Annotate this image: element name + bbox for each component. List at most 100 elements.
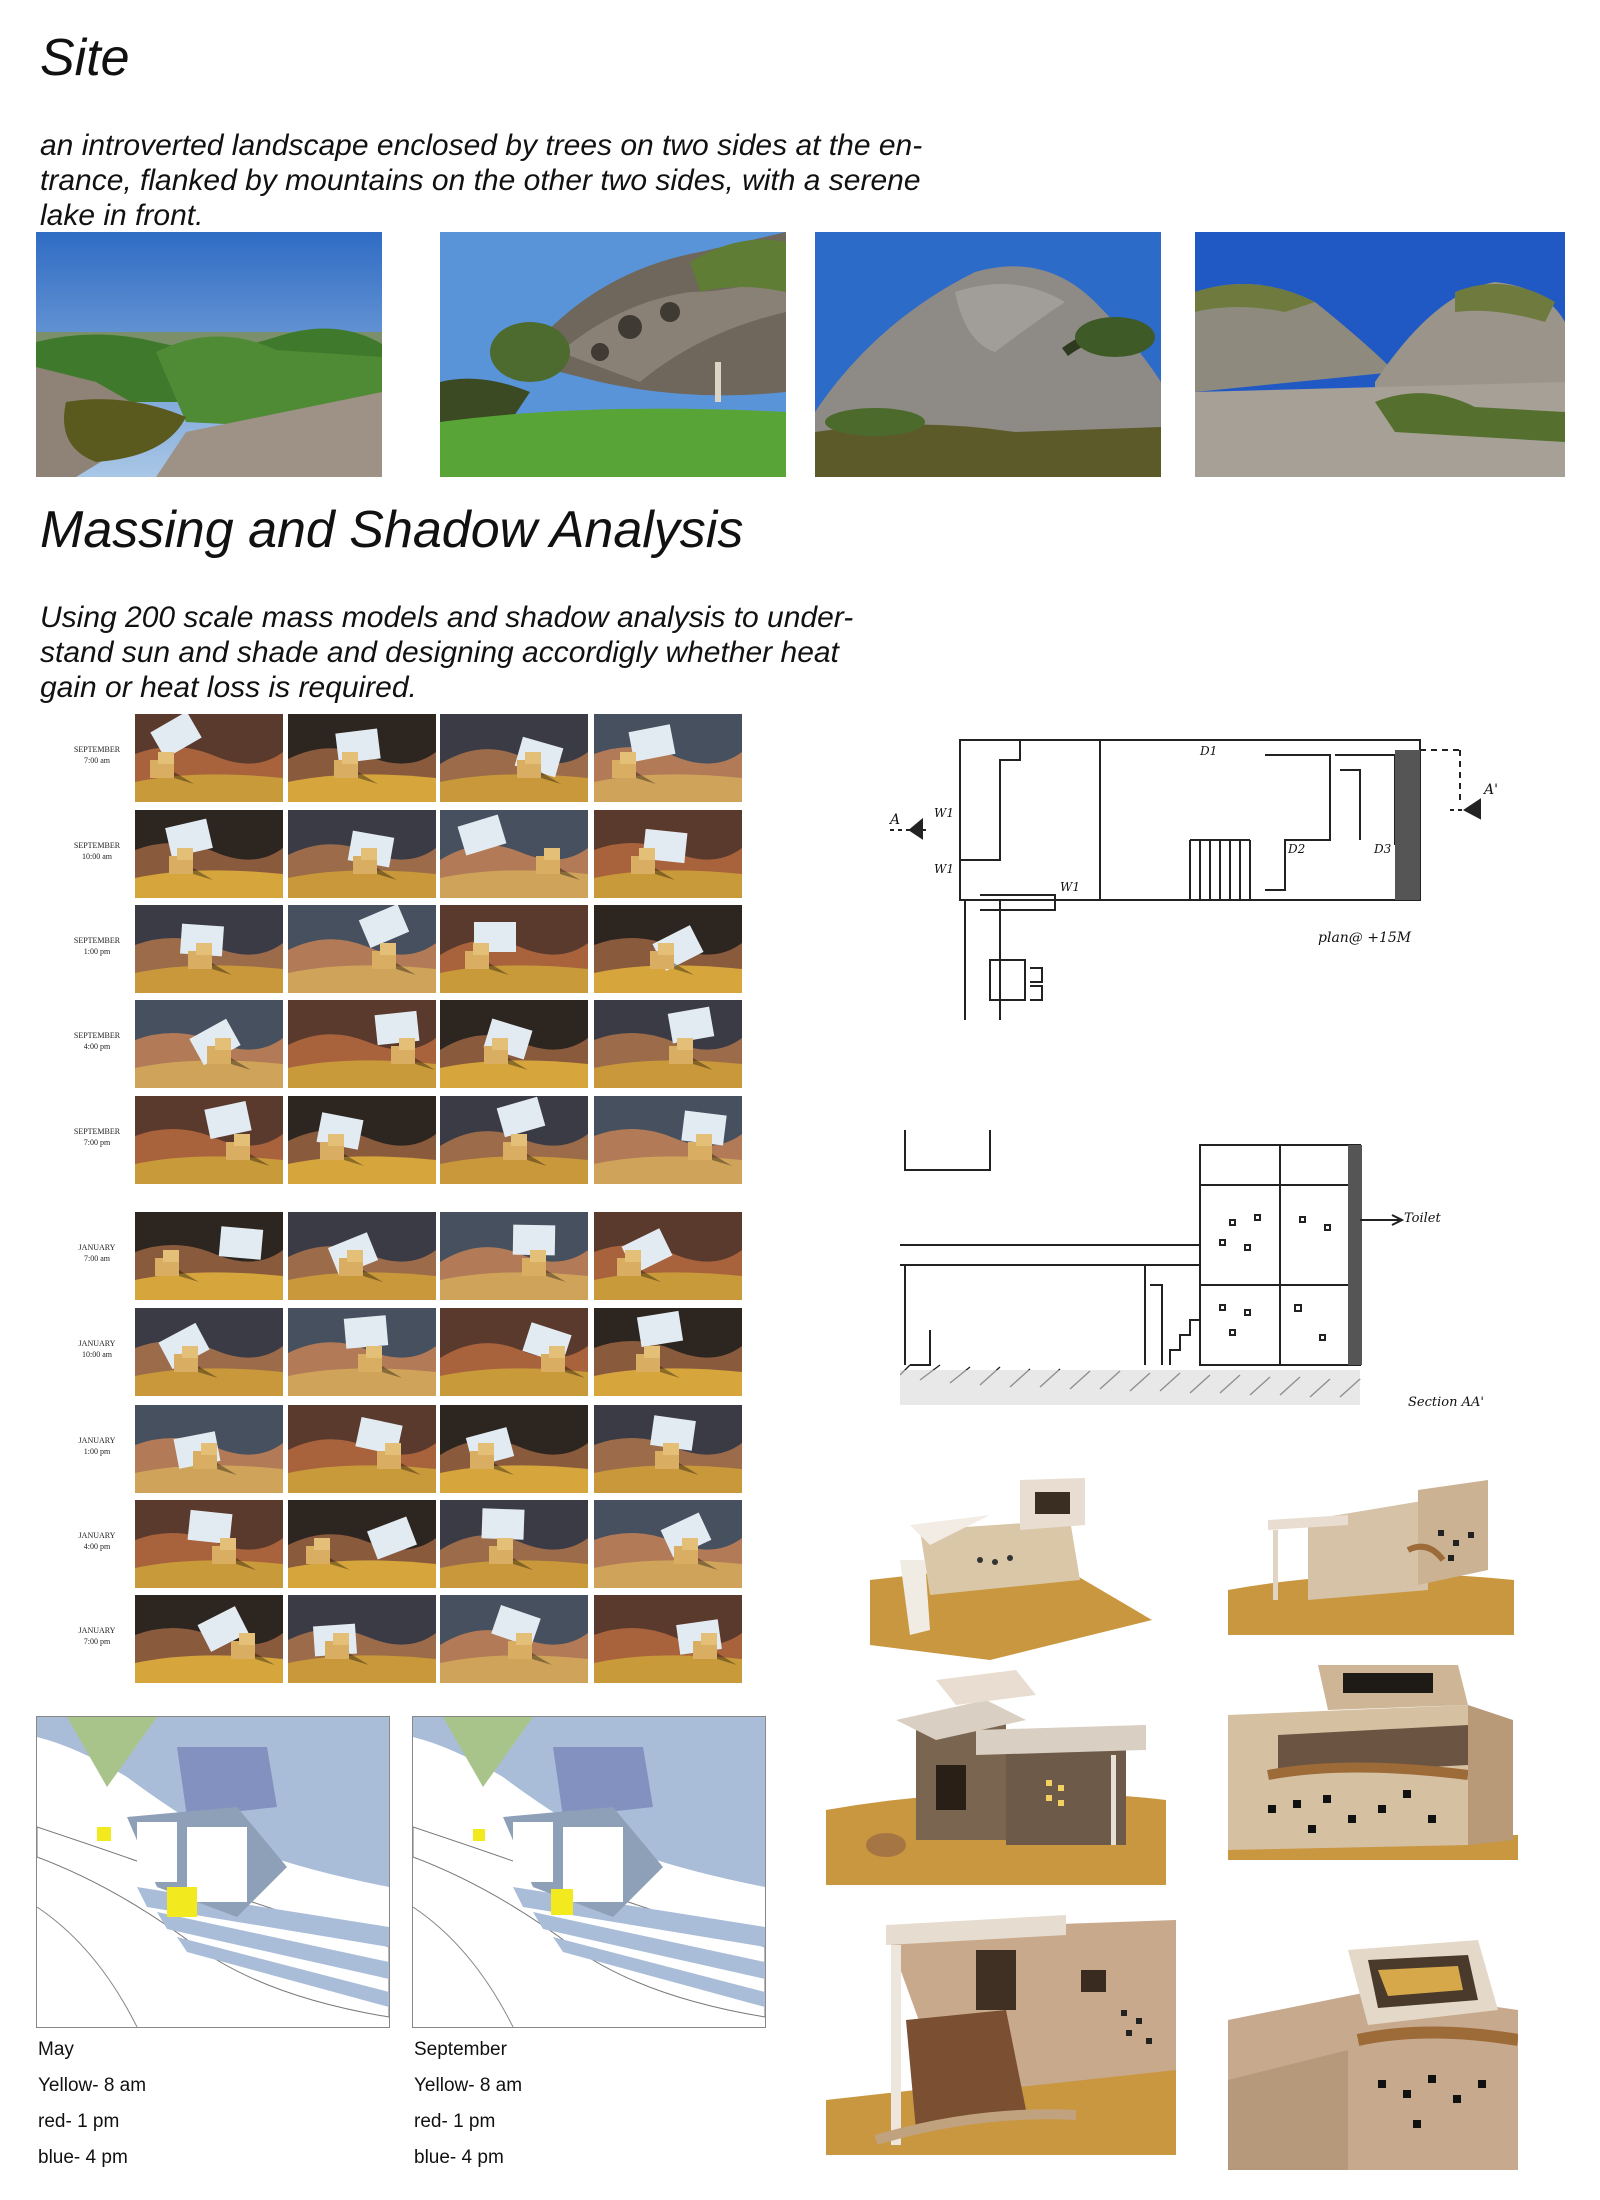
shadow-model-photo xyxy=(594,1595,742,1683)
row-time: 7:00 pm xyxy=(83,1637,111,1646)
shadow-model-photo xyxy=(440,1405,588,1493)
shadow-model-photo xyxy=(135,1308,283,1396)
sun-map-september xyxy=(412,1716,766,2028)
shadow-model-photo xyxy=(440,905,588,993)
model-photo-top-view xyxy=(870,1470,1152,1660)
shadow-model-photo xyxy=(440,714,588,802)
lake-valley-photo xyxy=(36,232,382,477)
site-heading: Site xyxy=(40,29,130,87)
row-month: JANUARY xyxy=(78,1436,116,1445)
plan-label-d1: D1 xyxy=(1200,744,1218,758)
shadow-model-photo xyxy=(288,714,436,802)
row-time: 10:00 am xyxy=(82,1350,112,1359)
shadow-row-label: SEPTEMBER 1:00 pm xyxy=(50,935,144,957)
plan-label-a-right: A' xyxy=(1484,782,1498,798)
shadow-model-photo xyxy=(288,1308,436,1396)
row-month: SEPTEMBER xyxy=(73,936,121,945)
row-time: 1:00 pm xyxy=(83,947,111,956)
shadow-model-photo xyxy=(288,1405,436,1493)
shadow-model-photo xyxy=(440,1212,588,1300)
massing-description: Using 200 scale mass models and shadow a… xyxy=(40,600,853,705)
shadow-model-photo xyxy=(594,714,742,802)
row-time: 4:00 pm xyxy=(83,1042,111,1051)
legend-line: red- 1 pm xyxy=(414,2111,496,2132)
legend-line: Yellow- 8 am xyxy=(38,2075,147,2096)
sun-map-legend-may: May Yellow- 8 am red- 1 pm blue- 4 pm xyxy=(38,2032,146,2176)
shadow-model-photo xyxy=(594,1500,742,1588)
shadow-model-photo xyxy=(440,1308,588,1396)
shadow-model-photo xyxy=(440,1500,588,1588)
massing-description-line: gain or heat loss is required. xyxy=(40,671,417,704)
model-photo-perforated-wall xyxy=(1228,1665,1518,1860)
model-photo-side-view xyxy=(1228,1470,1514,1635)
massing-heading: Massing and Shadow Analysis xyxy=(40,501,744,559)
section-sketch: Toilet Section AA' xyxy=(900,1125,1500,1425)
plan-label-w1: W1 xyxy=(934,806,954,820)
shadow-model-photo xyxy=(288,1096,436,1184)
plan-note: plan@ +15M xyxy=(1318,930,1412,946)
floor-plan-sketch: A A' W1 W1 W1 D1 D2 D3 plan@ +15M xyxy=(890,720,1510,1020)
granite-dome-photo xyxy=(815,232,1161,477)
legend-line: blue- 4 pm xyxy=(38,2147,128,2168)
shadow-model-photo xyxy=(135,1000,283,1088)
shadow-model-photo xyxy=(288,1500,436,1588)
row-month: JANUARY xyxy=(78,1531,116,1540)
shadow-row-label: JANUARY 7:00 am xyxy=(50,1242,144,1264)
model-photo-porch-view xyxy=(826,1900,1176,2155)
shadow-model-photo xyxy=(135,1500,283,1588)
section-toilet-label: Toilet xyxy=(1404,1211,1441,1226)
plan-label-w1: W1 xyxy=(1060,880,1080,894)
row-time: 4:00 pm xyxy=(83,1542,111,1551)
site-description: an introverted landscape enclosed by tre… xyxy=(40,128,922,233)
legend-month: September xyxy=(414,2039,507,2060)
row-time: 7:00 am xyxy=(84,1254,110,1263)
shadow-model-photo xyxy=(594,905,742,993)
legend-month: May xyxy=(38,2039,74,2060)
row-time: 10:00 am xyxy=(82,852,112,861)
row-month: JANUARY xyxy=(78,1626,116,1635)
model-photo-front-view xyxy=(826,1670,1166,1885)
shadow-model-photo xyxy=(288,1000,436,1088)
shadow-model-photo xyxy=(594,810,742,898)
shadow-model-photo xyxy=(135,1096,283,1184)
model-photo-roof-view xyxy=(1228,1930,1518,2170)
shadow-row-label: JANUARY 4:00 pm xyxy=(50,1530,144,1552)
shadow-row-label: SEPTEMBER 10:00 am xyxy=(50,840,144,862)
row-month: SEPTEMBER xyxy=(73,1031,121,1040)
shadow-model-photo xyxy=(288,905,436,993)
section-label: Section AA' xyxy=(1408,1395,1484,1410)
shadow-model-photo xyxy=(288,1212,436,1300)
shadow-model-photo xyxy=(135,905,283,993)
shadow-row-label: SEPTEMBER 7:00 am xyxy=(50,744,144,766)
row-month: SEPTEMBER xyxy=(73,745,121,754)
plan-label-d2: D2 xyxy=(1288,842,1306,856)
row-time: 7:00 am xyxy=(84,756,110,765)
shadow-model-photo xyxy=(135,810,283,898)
legend-line: blue- 4 pm xyxy=(414,2147,504,2168)
shadow-model-photo xyxy=(135,1212,283,1300)
legend-line: red- 1 pm xyxy=(38,2111,120,2132)
shadow-model-photo xyxy=(288,1595,436,1683)
row-time: 1:00 pm xyxy=(83,1447,111,1456)
shadow-model-photo xyxy=(594,1212,742,1300)
row-month: SEPTEMBER xyxy=(73,841,121,850)
site-description-line: an introverted landscape enclosed by tre… xyxy=(40,129,923,162)
sun-map-may xyxy=(36,1716,390,2028)
row-month: SEPTEMBER xyxy=(73,1127,121,1136)
massing-description-line: stand sun and shade and designing accord… xyxy=(40,636,839,669)
shadow-model-photo xyxy=(135,1405,283,1493)
shadow-row-label: JANUARY 7:00 pm xyxy=(50,1625,144,1647)
twin-hills-photo xyxy=(1195,232,1565,477)
shadow-model-photo xyxy=(440,1096,588,1184)
shadow-row-label: JANUARY 1:00 pm xyxy=(50,1435,144,1457)
site-description-line: trance, flanked by mountains on the othe… xyxy=(40,164,921,197)
shadow-model-photo xyxy=(594,1308,742,1396)
shadow-model-photo xyxy=(135,1595,283,1683)
row-time: 7:00 pm xyxy=(83,1138,111,1147)
shadow-model-photo xyxy=(440,1595,588,1683)
shadow-row-label: SEPTEMBER 7:00 pm xyxy=(50,1126,144,1148)
massing-description-line: Using 200 scale mass models and shadow a… xyxy=(40,601,854,634)
row-month: JANUARY xyxy=(78,1243,116,1252)
sun-map-legend-september: September Yellow- 8 am red- 1 pm blue- 4… xyxy=(414,2032,522,2176)
